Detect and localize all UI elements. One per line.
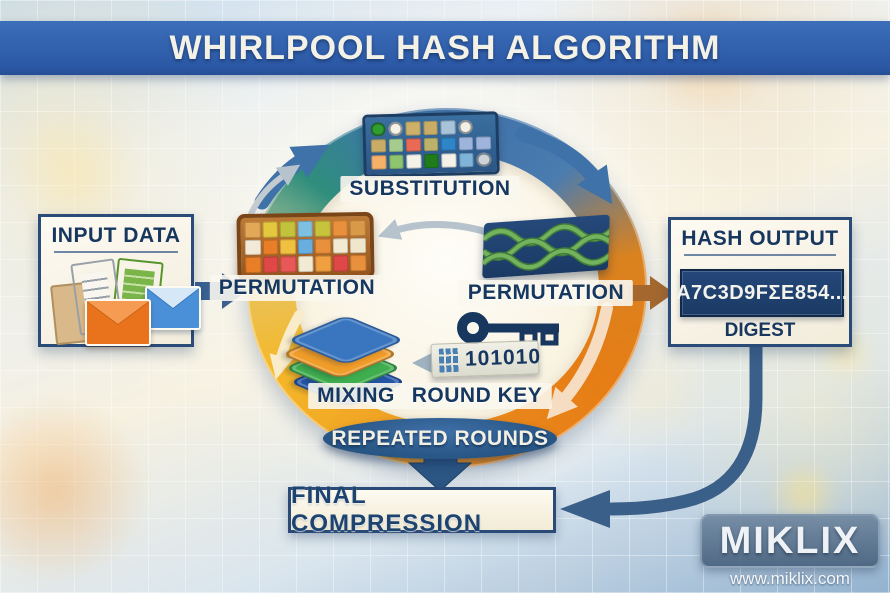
brand-name: MIKLIX	[719, 519, 861, 562]
digest-value-chip: A7C3D9FΣE854...	[676, 269, 847, 317]
round-key-value: 101010	[464, 345, 542, 371]
bokeh-glow	[0, 395, 150, 585]
digest-value: A7C3D9FΣE854...	[676, 281, 848, 304]
orange-envelope-icon	[85, 299, 151, 346]
substitution-label: SUBSTITUTION	[340, 176, 520, 202]
digest-caption: DIGEST	[724, 320, 796, 341]
brand-logo: MIKLIX	[700, 514, 880, 568]
brand-website: www.miklix.com	[730, 569, 850, 588]
permutation-grid-icon	[236, 211, 375, 282]
blue-envelope-icon	[145, 286, 201, 330]
output-to-final-arrowhead	[560, 490, 610, 528]
divider	[684, 254, 836, 256]
permutation-right-label: PERMUTATION	[458, 280, 634, 306]
final-compression-box: FINAL COMPRESSION	[288, 482, 556, 537]
divider	[54, 251, 178, 253]
page-title: WHIRLPOOL HASH ALGORITHM	[169, 28, 721, 67]
permutation-left-label: PERMUTATION	[209, 275, 385, 301]
weave-icon	[482, 214, 610, 279]
hash-output-title: HASH OUTPUT	[681, 227, 839, 250]
repeated-rounds-label: REPEATED ROUNDS	[331, 426, 549, 450]
key-bits-grid-icon	[438, 347, 460, 373]
permutation-cells	[244, 219, 367, 274]
title-banner: WHIRLPOOL HASH ALGORITHM	[0, 21, 890, 75]
input-files-illustration	[49, 257, 201, 346]
mixing-label: MIXING	[308, 383, 404, 409]
final-compression-label: FINAL COMPRESSION	[291, 482, 483, 537]
input-data-title: INPUT DATA	[51, 224, 181, 247]
repeated-rounds-banner: REPEATED ROUNDS	[323, 418, 557, 459]
substitution-grid-icon	[362, 111, 500, 178]
input-data-box: INPUT DATA	[38, 214, 201, 347]
hash-output-box: HASH OUTPUT A7C3D9FΣE854... DIGEST	[668, 217, 852, 347]
round-key-tag: 101010	[430, 340, 542, 378]
round-key-label: ROUND KEY	[402, 383, 552, 409]
substitution-cells	[370, 119, 492, 170]
